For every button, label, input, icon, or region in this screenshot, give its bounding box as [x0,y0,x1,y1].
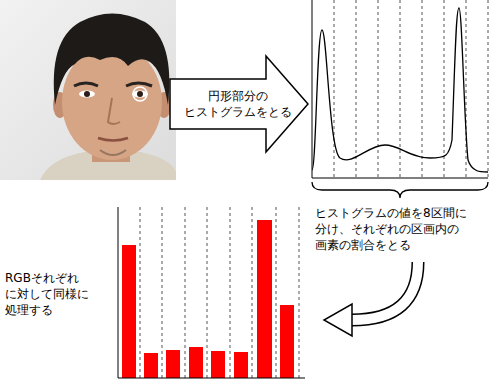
bar-chart-part [280,305,294,378]
bar-chart-part [257,220,272,378]
text-line: 円形部分の [176,88,300,104]
bar-chart-part [185,207,186,378]
histogram-part [334,0,488,178]
face-photo-part [132,91,148,98]
face-photo-part [0,0,176,180]
face-photo-part [100,150,126,155]
bar-chart-part [230,207,231,378]
bar-chart-part [144,353,158,378]
histogram-part [400,0,401,178]
bar-chart-part [276,207,277,378]
bar-chart-part [140,207,299,378]
histogram-part [422,0,423,178]
text-line: に対して同様に [5,286,89,302]
text-line: RGBそれぞれ [5,270,89,286]
face-photo-part [137,91,143,97]
text-line: 画素の割合をとる [315,237,467,253]
text-line: 処理する [5,302,89,318]
block-arrow: 円形部分の ヒストグラムをとる [168,55,310,153]
histogram-part [356,0,357,178]
histogram-part [312,0,313,178]
note-text: RGBそれぞれ に対して同様に 処理する [5,270,89,318]
bar-chart-part [299,207,300,378]
block-arrow-path [170,56,308,152]
text-line: ヒストグラムの値を8区間に [315,205,467,221]
curved-arrow-part [324,304,352,336]
brace [312,182,488,198]
histogram [312,0,488,178]
bar-chart [118,207,305,378]
histogram-part [312,8,488,172]
bar-chart-part [122,245,136,378]
bar-chart-part [166,350,180,378]
face-photo-part [108,98,120,124]
text-line: 分け、それぞれの区画内の [315,221,467,237]
face-photo-part [84,91,90,97]
arrow-label: 円形部分の ヒストグラムをとる [176,88,300,120]
histogram-part [488,0,489,178]
bar-chart-part [118,207,119,378]
curved-arrow [324,262,418,336]
histogram-part [312,178,488,179]
face-photo-part [79,91,95,98]
bar-chart-part [140,207,141,378]
face-photo-part [133,87,147,101]
face-photo-part [54,14,170,106]
face-photo-part [74,83,98,86]
bar-chart-part [162,207,163,378]
face-photo-part [98,138,128,141]
histogram-part [334,0,335,178]
bar-chart-part [211,351,225,378]
bar-chart-part [207,207,208,378]
face-photo-part [126,83,152,86]
curved-arrow-part [352,262,418,320]
histogram-part [466,0,467,178]
histogram-part [444,0,445,178]
description-text: ヒストグラムの値を8区間に 分け、それぞれの区画内の 画素の割合をとる [315,205,467,253]
block-arrow-outline [168,55,310,153]
text-line: ヒストグラムをとる [176,104,300,120]
bar-chart-part [234,352,248,378]
curved-arrow-part [352,262,418,320]
face-photo [0,0,176,180]
bar-chart-part [122,220,294,378]
bar-chart-part [118,378,305,379]
bar-chart-part [189,347,203,378]
bar-chart-part [252,207,253,378]
histogram-part [378,0,379,178]
